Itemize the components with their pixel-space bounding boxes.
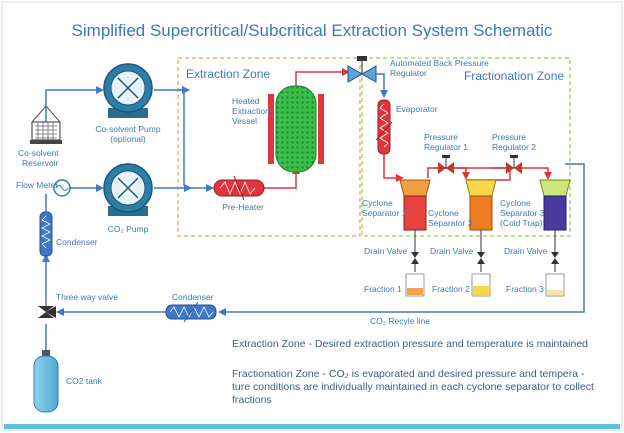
- fraction-3-container: [545, 273, 565, 297]
- bottom-accent-bar: [4, 424, 620, 429]
- pressure-regulator-1-label-1: Pressure: [424, 132, 458, 142]
- cyclone-3-label-3: (Cold Trap): [500, 218, 543, 228]
- cyclone-2-label-2: Separator 2: [428, 218, 473, 228]
- drain-valve-1-label: Drain Valve: [364, 246, 408, 256]
- condenser-left: [39, 211, 53, 257]
- pressure-regulator-1: [438, 155, 454, 174]
- drain-valve-2: [477, 252, 485, 272]
- extraction-zone-description: Extraction Zone - Desired extraction pre…: [232, 338, 589, 350]
- evaporator: [375, 99, 393, 155]
- co-solvent-reservoir: [30, 105, 62, 144]
- fraction-2-label: Fraction 2: [432, 284, 470, 294]
- cyclone-1-label-1: Cyclone: [362, 198, 393, 208]
- cyclone-separator-1: [399, 179, 431, 252]
- cyclone-separator-3: [539, 179, 571, 252]
- pressure-regulator-2-label-1: Pressure: [492, 132, 526, 142]
- vessel-label-1: Heated: [232, 96, 260, 106]
- fractionation-zone-box: [361, 57, 571, 237]
- drain-valve-3: [551, 252, 559, 272]
- drain-valve-3-label: Drain Valve: [504, 246, 548, 256]
- vessel-label-3: Vessel: [232, 116, 257, 126]
- drain-valve-2-label: Drain Valve: [430, 246, 474, 256]
- evaporator-label: Evaporator: [396, 104, 438, 114]
- back-pressure-regulator: [347, 56, 385, 83]
- vessel-label-2: Extraction: [232, 106, 270, 116]
- cyclone-3-label-2: Separator 3: [500, 208, 545, 218]
- co-solvent-pump: [103, 63, 153, 118]
- co2-pump-label: CO₂ Pump: [108, 224, 149, 234]
- three-way-valve-label: Three way valve: [56, 292, 118, 302]
- pre-heater: [213, 175, 265, 201]
- co-solvent-reservoir-label-1: Co-solvent: [18, 148, 59, 158]
- fraction-2-container: [471, 273, 491, 297]
- flow-meter: [53, 179, 71, 197]
- co2-flow-lines: [42, 80, 585, 352]
- pressure-regulator-2: [506, 155, 522, 174]
- condenser-left-label: Condenser: [56, 237, 98, 247]
- extraction-zone-label: Extraction Zone: [186, 67, 270, 81]
- co2-tank-label: CO2 tank: [66, 376, 103, 386]
- co2-tank: [33, 350, 59, 413]
- co-solvent-pump-label-2: (optional): [110, 134, 146, 144]
- drain-valve-1: [411, 252, 419, 272]
- cyclone-3-label-1: Cyclone: [500, 198, 531, 208]
- co-solvent-pump-label-1: Co-solvent Pump: [95, 124, 160, 134]
- three-way-valve: [38, 300, 56, 318]
- extraction-zone-box: [177, 57, 361, 237]
- flow-meter-label: Flow Meter: [16, 180, 58, 190]
- pressure-regulator-1-label-2: Regulator 1: [424, 142, 468, 152]
- bpr-label-2: Regulator: [390, 68, 427, 78]
- cyclone-separator-2: [465, 179, 497, 252]
- co-solvent-reservoir-label-2: Reservoir: [22, 158, 59, 168]
- fraction-3-label: Fraction 3: [506, 284, 544, 294]
- condenser-bottom: [165, 301, 217, 323]
- fraction-1-container: [405, 273, 425, 297]
- pre-heater-label: Pre-Heater: [222, 202, 264, 212]
- fractionation-zone-description: Fractionation Zone - CO₂ is evaporated a…: [232, 368, 594, 406]
- co2-pump: [103, 163, 153, 216]
- pressure-regulator-2-label-2: Regulator 2: [492, 142, 536, 152]
- fractionation-zone-label: Fractionation Zone: [464, 69, 564, 83]
- cyclone-1-label-2: Separator 1: [362, 208, 407, 218]
- fraction-1-label: Fraction 1: [364, 284, 402, 294]
- condenser-bottom-label: Condenser: [172, 292, 214, 302]
- cyclone-2-label-1: Cyclone: [428, 208, 459, 218]
- heated-extraction-vessel: [268, 85, 324, 173]
- recycle-line-label: CO₂ Recyle line: [370, 316, 430, 326]
- diagram-title: Simplified Supercritical/Subcritical Ext…: [72, 21, 553, 40]
- bpr-label-1: Automated Back Pressure: [390, 58, 489, 68]
